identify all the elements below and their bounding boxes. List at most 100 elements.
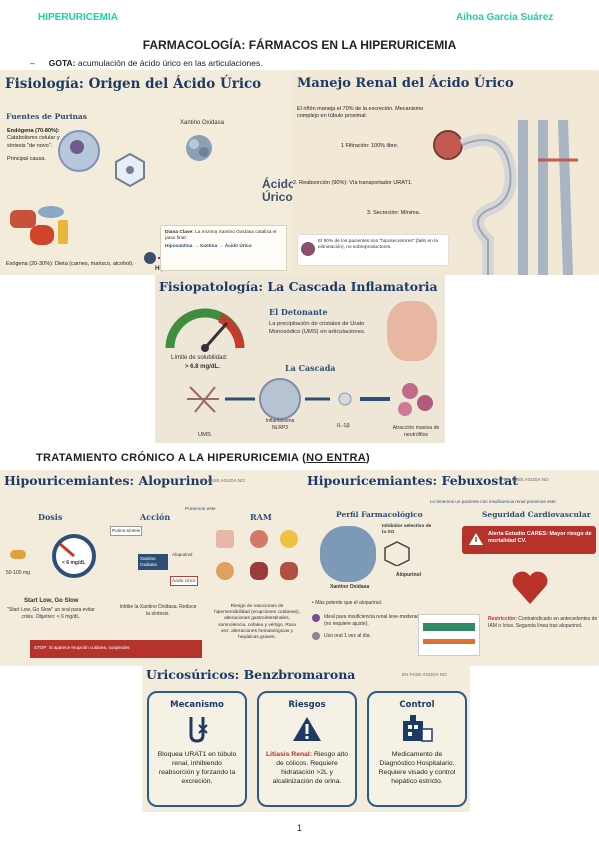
molecule-icon (384, 541, 410, 566)
restriccion-label: Restricción: (488, 616, 517, 622)
heart-icon (512, 571, 548, 604)
inflamasoma-label: Inflamasoma NLRP3 (265, 418, 295, 431)
bullet-1: • Más potente que el alopurinol. (312, 600, 383, 606)
mecanismo-card: Mecanismo Bloquea URAT1 en túbulo renal,… (147, 691, 247, 807)
seguridad-heading: Seguridad Cardiovascular (482, 510, 591, 519)
il1b-label: IL-1β (337, 423, 350, 429)
alopurinol-label: Alopurinol (172, 552, 193, 557)
stomach-icon (250, 530, 268, 548)
riesgos-text-block: Litiasis Renal: Riesgo alto de cólicos. … (259, 748, 355, 790)
kidney-tubule-icon (189, 717, 208, 743)
page-number: 1 (296, 823, 302, 833)
drug-box-image (418, 614, 480, 656)
ums-label: UMS (198, 432, 211, 438)
mecanismo-text: Bloquea URAT1 en túbulo renal, inhibiend… (157, 751, 237, 785)
pill-icon (10, 550, 26, 559)
febuxostat-title: Hipouricemiantes: Febuxostat (307, 473, 518, 488)
control-text: Medicamento de Diagnóstico Hospitalario.… (378, 751, 456, 785)
xantino-label: Xantino Oxidasa (330, 584, 370, 590)
accion-text: Inhibe la Xantino Oxidasa. Reduce la sín… (119, 604, 197, 617)
fish-icon (38, 206, 64, 218)
diana-box: Diana Clave: La enzima Xantino Oxidasa c… (160, 225, 287, 271)
gota-text: acumulación de ácido úrico en las articu… (77, 58, 263, 68)
fisiologia-panel: Fisiología: Origen del Ácido Úrico Fuent… (0, 70, 293, 275)
renal-step2: 2. Reabsorción (90%): Vía transportador … (293, 180, 413, 186)
ram-heading: RAM (250, 512, 272, 522)
principal-causa: Principal causa. (7, 156, 46, 163)
endogena-label: Endógena (70-80%): (7, 128, 60, 134)
target-gauge-icon (52, 534, 96, 578)
febuxostat-note: Lo tenemos un paciente con insuficiencia… (430, 499, 556, 504)
diana-chain: Hipoxantina → Xantina → Ácido Úrico (165, 244, 252, 250)
enzyme-icon (186, 135, 212, 161)
ram-text: Riesgo de reacciones de hipersensibilida… (214, 604, 300, 641)
meat-icon (10, 210, 36, 228)
section-underlined: NO ENTRA (306, 452, 366, 464)
face-icon (280, 530, 298, 548)
alopurinol-compare-label: Alopurinol (396, 572, 421, 578)
hospital-icon (403, 715, 433, 742)
gota-line: – GOTA: acumulación de ácido úrico en las… (30, 58, 263, 68)
page-title: FARMACOLOGÍA: FÁRMACOS EN LA HIPERURICEM… (142, 38, 457, 52)
febuxostat-panel: Hipouricemiantes: Febuxostat EN FASE AGU… (304, 470, 599, 666)
alopurinol-ponemos: Ponemos este (185, 507, 216, 512)
xo-label: Xantino Oxidasa (180, 120, 225, 126)
nephron-illustration (433, 119, 578, 275)
renal-title: Manejo Renal del Ácido Úrico (297, 76, 514, 91)
mecanismo-title: Mecanismo (170, 700, 224, 710)
renal-note: El 90% de los pacientes son "hiposecreto… (318, 239, 438, 251)
acido-urico-label: Ácido Úrico (262, 177, 293, 204)
target-value: < 6 mg/dL (62, 560, 86, 566)
enzyme-structure-icon (320, 526, 376, 582)
restriccion-text: Contraindicado en antecedentes de IAM o … (488, 616, 598, 629)
control-card: Control Medicamento de Diagnóstico Hospi… (367, 691, 467, 807)
febuxostat-fase: EN FASE AGUDA NO (504, 477, 549, 482)
clock-icon (312, 632, 320, 640)
start-text: "Start Low, Go Slow" un oral para evitar… (7, 607, 95, 620)
exogena-text: Exógena (20-30%): Dieta (carnes, marisco… (6, 261, 134, 267)
fisiologia-title: Fisiología: Origen del Ácido Úrico (5, 76, 262, 92)
alerta-text: Alerta Estudio CARES: Mayor riesgo de mo… (488, 531, 592, 545)
bullet-1-text: Más potente que el alopurinol. (315, 600, 383, 606)
dosis-heading: Dosis (38, 512, 63, 522)
blood-icon (250, 562, 268, 580)
renal-step3: 3. Secreción: Mínima. (367, 210, 421, 216)
bullet-2: Ideal para insuficiencia renal leve-mode… (324, 614, 423, 627)
xantino-box: Xantino Oxidasa (138, 554, 168, 570)
atraccion-label: Atracción masiva de neutrófilos (392, 425, 440, 438)
acido-box: Ácido Úrico (170, 576, 198, 586)
gota-term: GOTA: (48, 58, 76, 68)
alopurinol-panel: Hipouricemiantes: Alopurinol EN FASE AGU… (0, 470, 304, 666)
warning-bar: STOP: Si aparece erupción cutánea, suspe… (30, 640, 202, 658)
section-heading: TRATAMIENTO CRÓNICO A LA HIPERURICEMIA (… (36, 452, 370, 464)
purine-molecule-icon (115, 152, 145, 188)
cascade-diagram (187, 378, 433, 420)
benz-panel: Uricosúricos: Benzbromarona EN FASE AGUD… (142, 666, 470, 812)
liver-icon (280, 562, 298, 580)
cell-illustration (58, 130, 100, 172)
skin-icon (216, 530, 234, 548)
riesgos-card: Riesgos Litiasis Renal: Riesgo alto de c… (257, 691, 357, 807)
perfil-heading: Perfil Farmacológico (336, 510, 423, 519)
fisiopato-panel: Fisiopatología: La Cascada Inflamatoria … (155, 275, 445, 443)
renal-panel: Manejo Renal del Ácido Úrico El riñón ma… (293, 70, 599, 275)
joint-illustration (387, 301, 437, 361)
fuentes-heading: Fuentes de Purinas (6, 112, 87, 121)
warning-icon (293, 717, 321, 741)
warning-text: STOP: Si aparece erupción cutánea, suspe… (34, 645, 131, 650)
gota-dash: – (30, 58, 35, 68)
endogena-text: Catabolismo celular y síntesis "de novo"… (7, 135, 60, 149)
renal-intro: El riñón maneja el 70% de la excreción. … (297, 106, 424, 120)
benz-fase: EN FASE AGUDA NO (402, 672, 447, 677)
riesgos-title: Riesgos (288, 700, 326, 710)
fisiopato-title: Fisiopatología: La Cascada Inflamatoria (159, 279, 438, 294)
diana-text: La enzima Xantino Oxidasa cataliza el pa… (165, 230, 277, 242)
endogena-block: Endógena (70-80%): Catabolismo celular y… (7, 128, 62, 164)
start-low: Start Low, Go Slow (24, 598, 79, 604)
cell-nucleus (70, 140, 84, 154)
alopurinol-title: Hipouricemiantes: Alopurinol (4, 473, 213, 488)
alopurinol-fase: EN FASE AGUDA NO (200, 478, 245, 483)
head-icon (216, 562, 234, 580)
kidney-icon (301, 242, 315, 256)
warning-triangle-icon (469, 533, 483, 545)
